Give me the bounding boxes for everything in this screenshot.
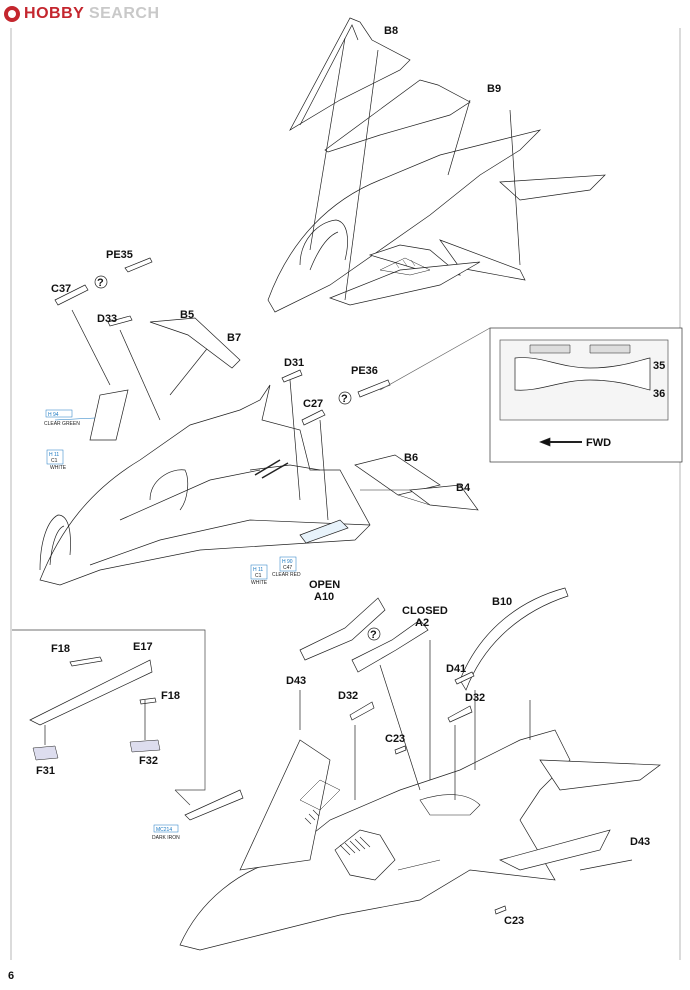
label-b10: B10 [492, 596, 512, 608]
alternate-callout-symbol: ? [97, 277, 104, 289]
color-h11a-code: H 11 [49, 452, 59, 458]
color-h11b-name: WHITE [251, 580, 268, 586]
page-number: 6 [8, 970, 15, 982]
part-d31 [281, 369, 303, 383]
alternate-callout-circle [367, 627, 381, 641]
color-h94-code: H 94 [48, 412, 59, 418]
label-c27: C27 [303, 398, 323, 410]
missile-inset [12, 629, 244, 821]
label-d43-right: D43 [630, 836, 650, 848]
alternate-callout-circle [94, 275, 108, 289]
alternate-callout-symbol: ? [341, 393, 348, 405]
label-f18-right: F18 [161, 690, 180, 702]
fwd-label: FWD [586, 437, 611, 449]
color-h11a-name: WHITE [50, 465, 67, 471]
label-a10: A10 [314, 591, 334, 603]
label-open: OPEN [309, 579, 340, 591]
label-f32: F32 [139, 755, 158, 767]
label-d43-top: D43 [286, 675, 306, 687]
color-h90-name: CLEAR RED [272, 572, 301, 578]
part-d32-left [349, 701, 375, 721]
detail-inset [379, 327, 683, 463]
label-f31: F31 [36, 765, 55, 777]
color-h90-code: H 90 [282, 559, 293, 565]
label-d32-right: D32 [465, 692, 485, 704]
label-d31: D31 [284, 357, 304, 369]
color-mc214-code: MC214 [156, 827, 172, 833]
part-b10 [459, 587, 569, 691]
part-a10 [299, 597, 386, 661]
hobbysearch-logo: HOBBY SEARCH [4, 4, 160, 24]
label-b9: B9 [487, 83, 501, 95]
label-c23-bottom: C23 [504, 915, 524, 927]
label-a2: A2 [415, 617, 429, 629]
label-pe36: PE36 [351, 365, 378, 377]
color-h11a-sub: C1 [51, 458, 58, 464]
part-b5-b7 [149, 317, 241, 369]
part-c23-bottom [494, 905, 507, 915]
alternate-callout-symbol: ? [370, 629, 377, 641]
label-b7: B7 [227, 332, 241, 344]
label-d32-left: D32 [338, 690, 358, 702]
middle-aircraft-assembly [39, 309, 371, 586]
part-b6 [354, 454, 441, 496]
part-c27 [301, 409, 326, 426]
top-aircraft-assembly [267, 17, 606, 313]
label-f18-top: F18 [51, 643, 70, 655]
color-h90-sub: C47 [283, 565, 292, 571]
part-b4 [409, 484, 479, 511]
part-d33 [107, 315, 133, 327]
bottom-aircraft-assembly [179, 587, 661, 951]
part-d41 [454, 671, 475, 685]
label-pe35: PE35 [106, 249, 133, 261]
label-d41: D41 [446, 663, 466, 675]
part-c37 [54, 284, 89, 306]
label-b5: B5 [180, 309, 194, 321]
detail-row-35: 35 [653, 360, 665, 372]
color-h11b-code: H 11 [253, 567, 263, 573]
watermark-text: HOBBY SEARCH [24, 5, 160, 22]
detail-row-36: 36 [653, 388, 665, 400]
label-b4: B4 [456, 482, 471, 494]
label-d33: D33 [97, 313, 117, 325]
alternate-callout-circle [338, 391, 352, 405]
label-closed: CLOSED [402, 605, 448, 617]
label-b8: B8 [384, 25, 398, 37]
label-b6: B6 [404, 452, 418, 464]
part-d32-right [447, 705, 473, 723]
color-mc214-name: DARK IRON [152, 835, 180, 841]
color-h94-name: CLEAR GREEN [44, 421, 80, 427]
part-a2 [351, 619, 429, 673]
color-h11b-sub: C1 [255, 573, 262, 579]
part-pe36 [357, 379, 391, 398]
part-c23-top [394, 745, 407, 755]
label-c23-top: C23 [385, 733, 405, 745]
label-c37: C37 [51, 283, 71, 295]
label-e17: E17 [133, 641, 153, 653]
part-pe35 [124, 257, 153, 273]
hobbysearch-logo-icon [4, 6, 20, 22]
color-callouts [45, 409, 297, 833]
